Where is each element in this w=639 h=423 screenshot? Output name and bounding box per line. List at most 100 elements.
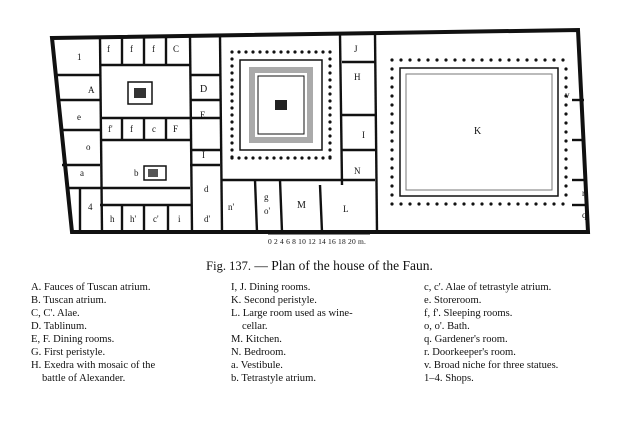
column-dot — [489, 58, 493, 62]
column-dot — [471, 58, 475, 62]
column-dot — [489, 202, 493, 206]
column-dot — [417, 58, 421, 62]
column-dot — [498, 58, 502, 62]
column-dot — [328, 85, 332, 89]
column-dot — [390, 76, 394, 80]
column-dot — [321, 156, 325, 160]
scale-label: 0 2 4 6 8 10 12 14 16 18 20 m. — [268, 237, 367, 246]
column-dot — [251, 50, 255, 54]
column-dot — [390, 193, 394, 197]
label-f3: f — [152, 44, 155, 54]
column-dot — [462, 202, 466, 206]
legend-item: battle of Alexander. — [42, 373, 126, 384]
column-dot — [564, 166, 568, 170]
column-dot — [258, 50, 262, 54]
column-dot — [230, 120, 234, 124]
column-dot — [230, 113, 234, 117]
legend-item: C, C'. Alae. — [31, 308, 80, 319]
column-dot — [328, 113, 332, 117]
column-dot — [230, 148, 234, 152]
column-dot — [272, 156, 276, 160]
column-dot — [390, 166, 394, 170]
legend-item: H. Exedra with mosaic of the — [31, 360, 156, 371]
legend-item: a. Vestibule. — [231, 360, 283, 371]
column-dot — [435, 202, 439, 206]
label-M: M — [297, 200, 306, 211]
label-i: i — [178, 214, 181, 224]
outer-walls — [49, 27, 591, 234]
column-dot — [390, 85, 394, 89]
column-dot — [426, 58, 430, 62]
column-dot — [230, 57, 234, 61]
column-dot — [561, 202, 565, 206]
label-g: g — [264, 192, 269, 202]
scale-bar — [267, 231, 371, 235]
interior-walls — [54, 33, 586, 233]
column-dot — [444, 58, 448, 62]
figure-title: — Plan of the house of the Faun. — [250, 258, 433, 273]
column-dot — [230, 92, 234, 96]
column-dot — [390, 103, 394, 107]
column-dot — [525, 58, 529, 62]
label-r: r — [582, 188, 585, 198]
column-dot — [314, 156, 318, 160]
column-dot — [265, 50, 269, 54]
column-dot — [307, 50, 311, 54]
label-c: c — [152, 124, 156, 134]
column-dot — [230, 78, 234, 82]
legend-item: q. Gardener's room. — [424, 334, 508, 345]
label-4: 4 — [88, 202, 93, 212]
legend-item: B. Tuscan atrium. — [31, 295, 107, 306]
legend-item: D. Tablinum. — [31, 321, 87, 332]
column-dot — [444, 202, 448, 206]
column-dot — [564, 67, 568, 71]
room-labels: 1 A e o a 4 f f f C D E f' f c F b I d h… — [77, 44, 587, 224]
label-d: d — [204, 184, 209, 194]
column-dot — [390, 130, 394, 134]
column-dot — [328, 57, 332, 61]
column-dot — [564, 85, 568, 89]
column-dot — [328, 99, 332, 103]
column-dot — [328, 106, 332, 110]
column-dot — [399, 58, 403, 62]
legend-item: f, f'. Sleeping rooms. — [424, 308, 513, 319]
legend-item: A. Fauces of Tuscan atrium. — [31, 282, 151, 293]
figure-caption: Fig. 137. — Plan of the house of the Fau… — [0, 258, 639, 274]
column-dot — [265, 156, 269, 160]
column-dot — [328, 141, 332, 145]
column-dot — [328, 50, 332, 54]
legend-item: r. Doorkeeper's room. — [424, 347, 516, 358]
label-D: D — [200, 84, 207, 95]
label-J: J — [354, 44, 358, 54]
legend-item: v. Broad niche for three statues. — [424, 360, 559, 371]
column-dot — [564, 139, 568, 143]
column-dot — [244, 156, 248, 160]
column-dot — [480, 202, 484, 206]
label-n: n' — [228, 202, 235, 212]
tetrastyle-impluvium — [143, 165, 167, 181]
label-e: e — [77, 112, 81, 122]
column-dot — [328, 148, 332, 152]
column-dot — [237, 50, 241, 54]
column-dot — [390, 94, 394, 98]
legend-column-3: c, c'. Alae of tetrastyle atrium. e. Sto… — [424, 281, 634, 385]
column-dot — [300, 156, 304, 160]
legend-item: L. Large room used as wine- — [231, 308, 353, 319]
column-dot — [390, 112, 394, 116]
column-dot — [300, 50, 304, 54]
label-C-top: C — [173, 44, 179, 54]
label-v: v — [565, 90, 570, 100]
second-peristyle — [399, 67, 559, 197]
column-dot — [230, 127, 234, 131]
column-dot — [230, 64, 234, 68]
column-dot — [279, 50, 283, 54]
column-dot — [390, 175, 394, 179]
legend-item: M. Kitchen. — [231, 334, 282, 345]
column-dot — [564, 157, 568, 161]
column-dot — [543, 202, 547, 206]
column-dot — [516, 58, 520, 62]
column-dot — [516, 202, 520, 206]
column-dot — [230, 99, 234, 103]
label-d-prime: d' — [204, 214, 211, 224]
legend-item: b. Tetrastyle atrium. — [231, 373, 316, 384]
